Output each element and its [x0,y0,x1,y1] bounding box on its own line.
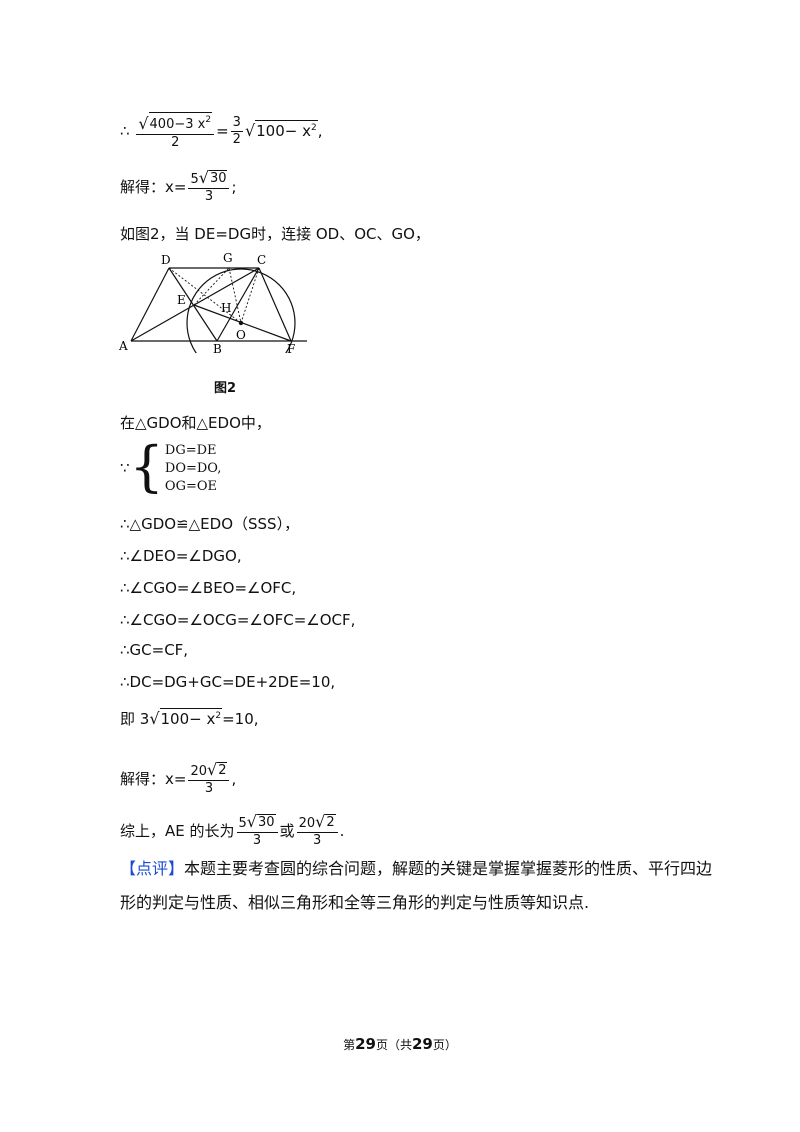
triangle-intro-line: 在△GDO和△EDO中， [120,414,271,432]
fraction-summary-1: 5√30 3 [236,814,278,849]
svg-text:H: H [221,301,231,315]
svg-text:F: F [287,342,295,353]
comment-tag: 【点评】 [120,859,185,878]
therefore-symbol: ∴ [120,122,130,140]
step-line: ∴GC=CF, [120,641,189,659]
summary-line: 综上，AE 的长为 5√30 3 或 20√2 3 . [120,812,345,849]
center-point [238,320,244,326]
svg-text:B: B [213,342,222,353]
fraction-solution-1: 5√30 3 [188,170,230,205]
svg-text:E: E [177,293,186,307]
svg-text:A: A [118,339,128,353]
fraction-summary-2: 20√2 3 [296,814,338,849]
solution-line-2: 解得：x= 20√2 3 , [120,760,237,797]
solution-line-1: 解得：x= 5√30 3 ; [120,168,237,205]
comment-text: 本题主要考查圆的综合问题，解题的关键是掌握掌握菱形的性质、平行四边形的判定与性质… [120,859,713,912]
svg-text:G: G [223,251,233,265]
comment-block: 【点评】本题主要考查圆的综合问题，解题的关键是掌握掌握菱形的性质、平行四边形的判… [120,852,720,920]
step-line: ∴∠CGO=∠OCG=∠OFC=∠OCF, [120,611,356,629]
figure-intro-line: 如图2，当 DE=DG时，连接 OD、OC、GO， [120,225,430,243]
circle-o [186,268,296,353]
fraction-solution-2: 20√2 3 [188,762,230,797]
svg-text:C: C [257,253,266,267]
figure-caption: 图2 [214,381,237,396]
page-footer: 第29页（共29页） [343,1035,457,1053]
svg-text:O: O [236,328,246,342]
fraction-coef: 3 2 [230,115,243,147]
step-line: ∴DC=DG+GC=DE+2DE=10, [120,673,336,691]
step-line: ∴∠DEO=∠DGO, [120,547,242,565]
equation-line-ji: 即 3√100− x2=10, [120,708,259,728]
step-line: ∴∠CGO=∠BEO=∠OFC, [120,579,297,597]
current-page: 29 [355,1035,376,1053]
radicand-1: 400−3 x [149,117,206,132]
equation-line-1: ∴ √400−3 x2 2 = 3 2 √100− x2, [120,112,323,151]
geometry-figure: D G C E H O A B F [118,251,307,353]
step-line: ∴△GDO≌△EDO（SSS）， [120,515,300,533]
fraction-1: √400−3 x2 2 [136,112,215,151]
total-pages: 29 [412,1035,433,1053]
congruence-system: ∵ { DG=DE DO=DO, OG=OE [120,435,222,498]
svg-text:D: D [161,253,171,267]
